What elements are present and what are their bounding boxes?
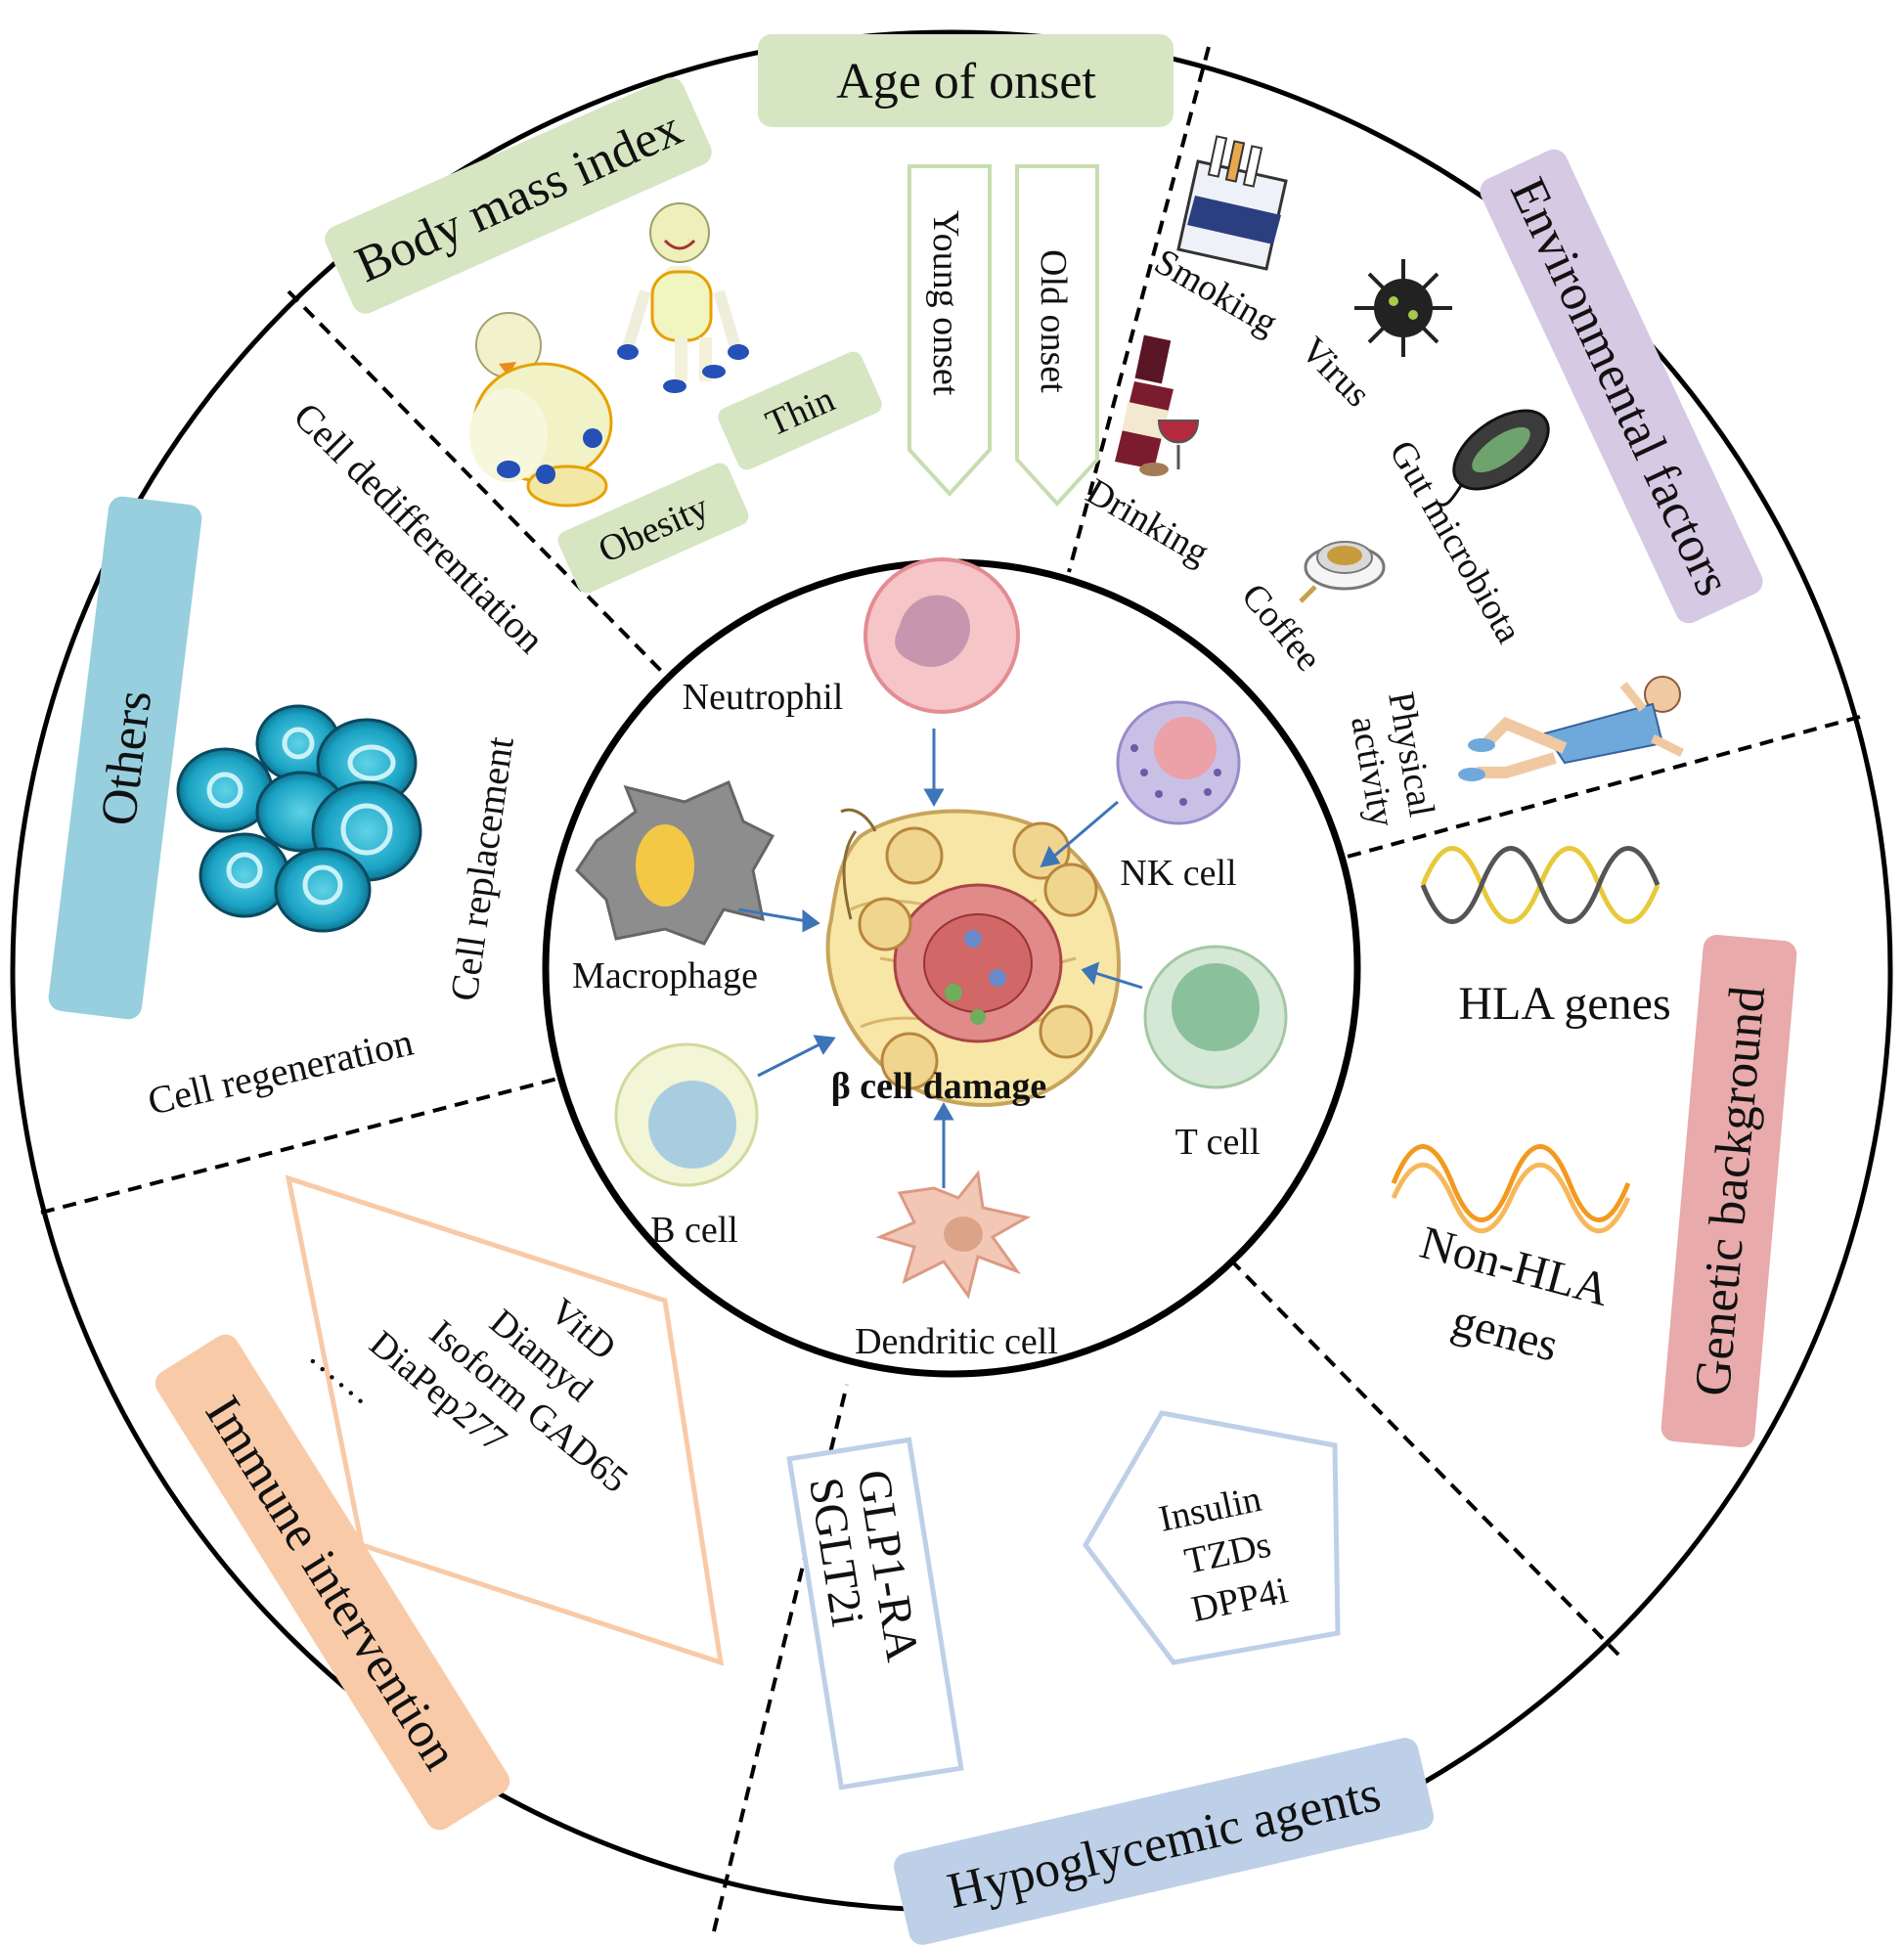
macrophage-icon [575, 779, 775, 946]
pentagon-box [1083, 1410, 1341, 1665]
nk-cell-icon [1116, 700, 1241, 825]
thin-label-box: Thin [718, 351, 882, 470]
sector-dividers [40, 46, 1861, 1932]
arrows [737, 729, 1143, 1188]
hla-dna-icon [1420, 846, 1660, 924]
thin-person-icon [617, 202, 749, 393]
b-cell-icon [614, 1042, 759, 1187]
old-onset-arrow-box [1015, 164, 1099, 507]
gut-microbiota-icon [1437, 409, 1550, 507]
running-person-icon [1458, 676, 1685, 781]
coffee-icon [1299, 541, 1386, 603]
neutrophil-icon [863, 557, 1020, 714]
obese-person-icon [469, 312, 613, 508]
genetic-background-banner: Genetic background [1660, 934, 1797, 1448]
young-onset-arrow-box [908, 164, 992, 497]
young-onset-label: Young onset [925, 210, 966, 396]
t-cell-icon [1143, 945, 1288, 1089]
virus-icon [1354, 259, 1452, 357]
nk-cell-label: NK cell [1120, 853, 1236, 894]
beta-cell-damage-title: β cell damage [831, 1066, 1047, 1107]
age-of-onset-banner [758, 34, 1173, 127]
age-of-onset-title: Age of onset [836, 54, 1096, 110]
glp1-box: GLP1-RA SGLT2i [786, 1437, 964, 1791]
beta-cell-islet-icon [825, 808, 1121, 1107]
cigarette-pack-icon [1176, 135, 1288, 271]
dendritic-cell-icon [875, 1170, 1032, 1300]
neutrophil-label: Neutrophil [683, 677, 844, 718]
non-hla-dna-icon [1391, 1144, 1631, 1233]
b-cell-label: B cell [650, 1210, 738, 1251]
wine-icon [1115, 334, 1200, 476]
cell-cluster-icon [176, 704, 422, 933]
t-cell-label: T cell [1175, 1122, 1261, 1163]
immune-diamond-box [285, 1174, 725, 1666]
others-banner: Others [48, 496, 202, 1020]
macrophage-label: Macrophage [572, 955, 758, 996]
hla-genes-label: HLA genes [1458, 978, 1670, 1030]
dendritic-cell-label: Dendritic cell [855, 1321, 1058, 1362]
old-onset-label: Old onset [1033, 249, 1074, 393]
